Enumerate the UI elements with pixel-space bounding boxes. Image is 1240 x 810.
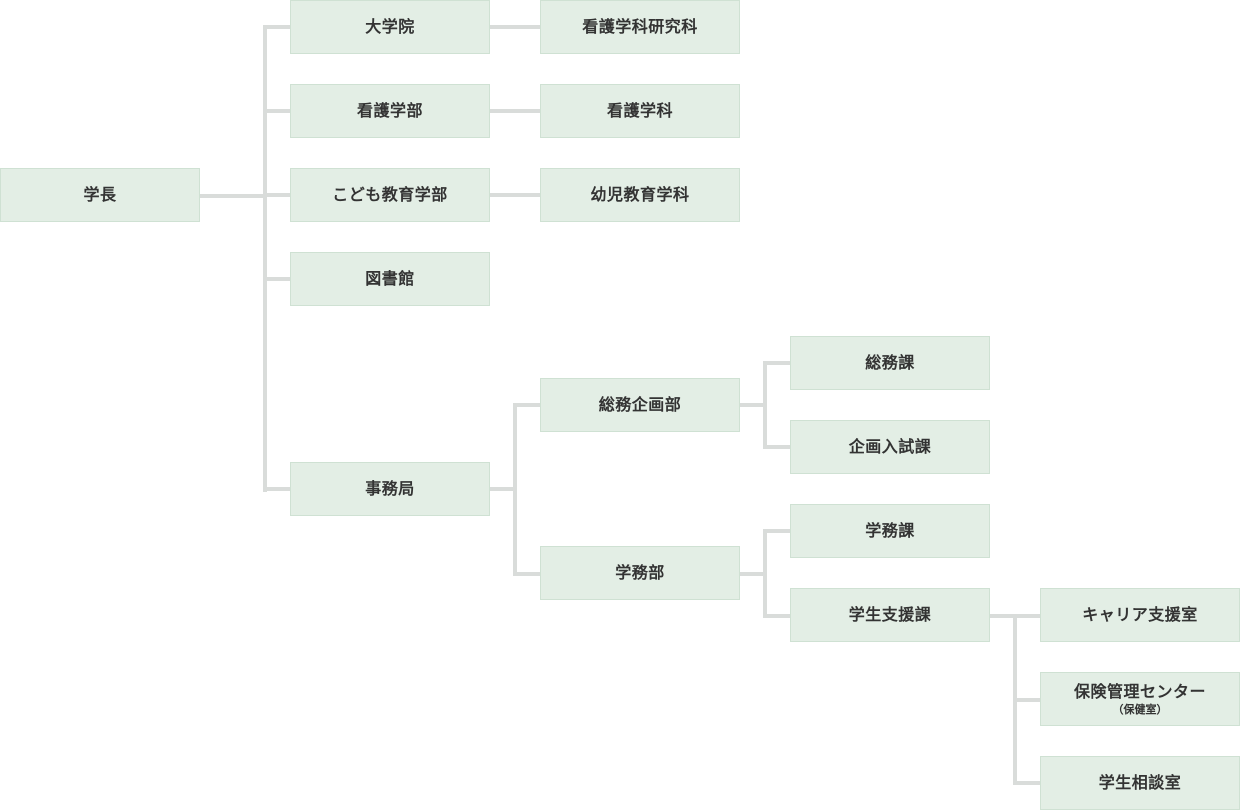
connector — [763, 361, 767, 449]
node-label: 学務部 — [615, 563, 665, 582]
president-node: 学長 — [0, 168, 200, 222]
connector — [763, 445, 790, 449]
connector — [513, 403, 540, 407]
connector — [763, 614, 790, 618]
node-label: キャリア支援室 — [1082, 605, 1198, 624]
planning-admissions-section-node: 企画入試課 — [790, 420, 990, 474]
student-counseling-office-node: 学生相談室 — [1040, 756, 1240, 810]
academic-affairs-section-node: 学務課 — [790, 504, 990, 558]
node-label: 事務局 — [365, 479, 415, 498]
connector — [763, 529, 790, 533]
node-label: 大学院 — [365, 17, 415, 36]
general-affairs-section-node: 総務課 — [790, 336, 990, 390]
academic-affairs-division-node: 学務部 — [540, 546, 740, 600]
node-label: こども教育学部 — [332, 185, 448, 204]
library-node: 図書館 — [290, 252, 490, 306]
connector — [490, 109, 540, 113]
node-label: 総務企画部 — [598, 395, 682, 414]
node-label: 総務課 — [865, 353, 915, 372]
node-label: 看護学科 — [606, 101, 673, 120]
connector — [263, 25, 290, 29]
connector — [763, 361, 790, 365]
node-sublabel: （保健室） — [1112, 702, 1168, 716]
connector — [263, 25, 267, 492]
general-planning-division-node: 総務企画部 — [540, 378, 740, 432]
nursing-department-node: 看護学科 — [540, 84, 740, 138]
connector — [513, 403, 517, 576]
connector — [263, 277, 290, 281]
node-label: 学生支援課 — [848, 605, 932, 624]
node-label: 図書館 — [365, 269, 415, 288]
connector — [490, 193, 540, 197]
connector — [740, 572, 767, 576]
connector — [490, 25, 540, 29]
connector — [513, 572, 540, 576]
connector — [1013, 698, 1040, 702]
node-label: 看護学部 — [356, 101, 423, 120]
career-support-office-node: キャリア支援室 — [1040, 588, 1240, 642]
connector — [263, 193, 290, 197]
nursing-graduate-course-node: 看護学科研究科 — [540, 0, 740, 54]
connector — [263, 487, 290, 491]
faculty-of-nursing-node: 看護学部 — [290, 84, 490, 138]
node-label: 看護学科研究科 — [582, 17, 698, 36]
connector — [763, 529, 767, 618]
connector — [740, 403, 767, 407]
node-label: 幼児教育学科 — [590, 185, 690, 204]
node-label: 保険管理センター — [1073, 681, 1206, 701]
connector — [1013, 781, 1040, 785]
graduate-school-node: 大学院 — [290, 0, 490, 54]
connector — [263, 109, 290, 113]
connector — [490, 487, 517, 491]
early-childhood-department-node: 幼児教育学科 — [540, 168, 740, 222]
node-label: 学長 — [83, 185, 117, 204]
secretariat-node: 事務局 — [290, 462, 490, 516]
node-label: 学務課 — [865, 521, 915, 540]
health-center-node: 保険管理センター （保健室） — [1040, 672, 1240, 726]
connector — [200, 194, 267, 198]
node-label: 学生相談室 — [1098, 773, 1182, 792]
node-label: 企画入試課 — [848, 437, 932, 456]
student-support-section-node: 学生支援課 — [790, 588, 990, 642]
faculty-of-child-education-node: こども教育学部 — [290, 168, 490, 222]
